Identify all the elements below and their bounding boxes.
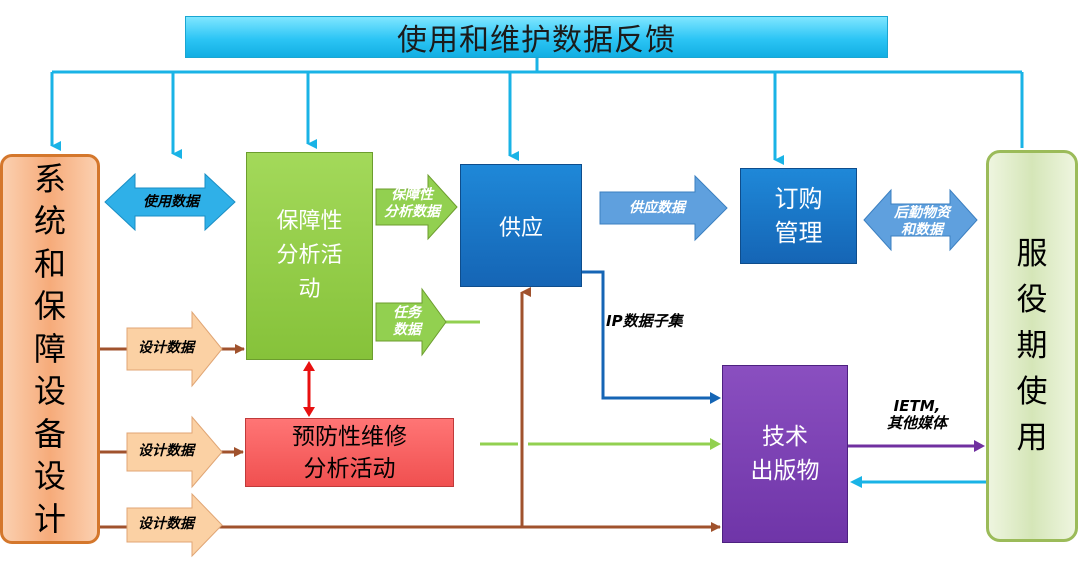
ietm-arrow [848, 440, 985, 452]
feedback-banner: 使用和维护数据反馈 [185, 16, 888, 58]
ietm-line: 其他媒体 [886, 414, 947, 432]
supply-data-arrow [599, 174, 728, 242]
ordering-label: 订购 管理 [775, 182, 823, 250]
service-use-char: 使 [1016, 374, 1048, 410]
design-data-label-3: 设计数据 [138, 516, 194, 532]
support-analysis-line: 动 [298, 277, 321, 302]
logistics-data-line: 后勤物资 [894, 205, 950, 221]
tech-pubs-line: 出版物 [750, 458, 820, 484]
preventive-maintenance-line: 预防性维修 [292, 423, 407, 450]
service-use-box: 服 役 期 使 用 [986, 150, 1078, 542]
task-data-line: 任务 [393, 305, 421, 321]
supply-data-label: 供应数据 [629, 200, 685, 216]
support-analysis-data-line: 保障性 [391, 187, 433, 203]
system-design-char: 保 [33, 287, 66, 326]
red-double-arrow [303, 361, 315, 417]
green-lines [445, 320, 721, 450]
tech-pubs-label: 技术 出版物 [751, 420, 820, 488]
service-use-char: 服 [1016, 236, 1048, 272]
logistics-data-arrow [863, 188, 978, 252]
return-arrow [850, 476, 986, 488]
ordering-line: 订购 [774, 185, 823, 213]
preventive-maintenance-box: 预防性维修 分析活动 [245, 418, 454, 487]
system-design-char: 和 [33, 244, 66, 283]
ip-subset-label: IP数据子集 [606, 312, 683, 330]
support-analysis-line: 分析活 [276, 243, 343, 268]
system-design-char: 设 [33, 457, 66, 496]
support-analysis-data-arrow [375, 173, 458, 241]
preventive-maintenance-line: 分析活动 [303, 455, 396, 482]
system-design-label: 系 统 和 保 障 设 备 设 计 [34, 158, 66, 541]
ordering-box: 订购 管理 [740, 168, 857, 264]
design-data-arrow-2 [126, 415, 223, 489]
service-use-label: 服 役 期 使 用 [1017, 231, 1048, 461]
support-analysis-data-label: 保障性 分析数据 [372, 187, 452, 221]
task-data-line: 数据 [393, 322, 421, 338]
logistics-data-line: 和数据 [901, 222, 943, 238]
supply-box: 供应 [460, 164, 582, 287]
system-design-char: 计 [33, 499, 66, 538]
feedback-bus [50, 58, 1024, 165]
system-design-char: 统 [33, 202, 66, 241]
usage-data-arrow [104, 172, 236, 232]
service-use-char: 役 [1016, 282, 1048, 318]
ip-subset-line [582, 270, 721, 404]
system-design-char: 系 [33, 159, 66, 198]
support-analysis-box: 保障性 分析活 动 [246, 152, 373, 360]
logistics-data-label: 后勤物资 和数据 [882, 205, 962, 239]
system-design-char: 障 [33, 329, 66, 368]
task-data-label: 任务 数据 [376, 305, 438, 339]
ietm-label: IETM, 其他媒体 [862, 398, 972, 432]
design-data-arrow-3 [126, 492, 223, 558]
banner-title: 使用和维护数据反馈 [397, 23, 676, 58]
system-design-box: 系 统 和 保 障 设 备 设 计 [0, 154, 100, 544]
preventive-maintenance-label: 预防性维修 分析活动 [292, 421, 407, 485]
ietm-line: IETM, [893, 397, 941, 415]
design-data-label-2: 设计数据 [138, 443, 194, 459]
support-analysis-data-line: 分析数据 [384, 204, 440, 220]
supply-label: 供应 [498, 215, 543, 241]
tech-pubs-line: 技术 [762, 424, 808, 450]
system-design-char: 备 [33, 414, 66, 453]
tech-pubs-box: 技术 出版物 [722, 365, 848, 543]
service-use-char: 用 [1016, 420, 1048, 456]
support-analysis-line: 保障性 [276, 209, 343, 234]
service-use-char: 期 [1016, 328, 1048, 364]
task-data-arrow [375, 287, 447, 357]
design-data-label-1: 设计数据 [138, 340, 194, 356]
design-data-arrow-1 [126, 310, 223, 388]
ordering-line: 管理 [774, 219, 823, 247]
support-analysis-label: 保障性 分析活 动 [276, 205, 342, 307]
system-design-char: 设 [33, 372, 66, 411]
usage-data-label: 使用数据 [143, 194, 199, 210]
